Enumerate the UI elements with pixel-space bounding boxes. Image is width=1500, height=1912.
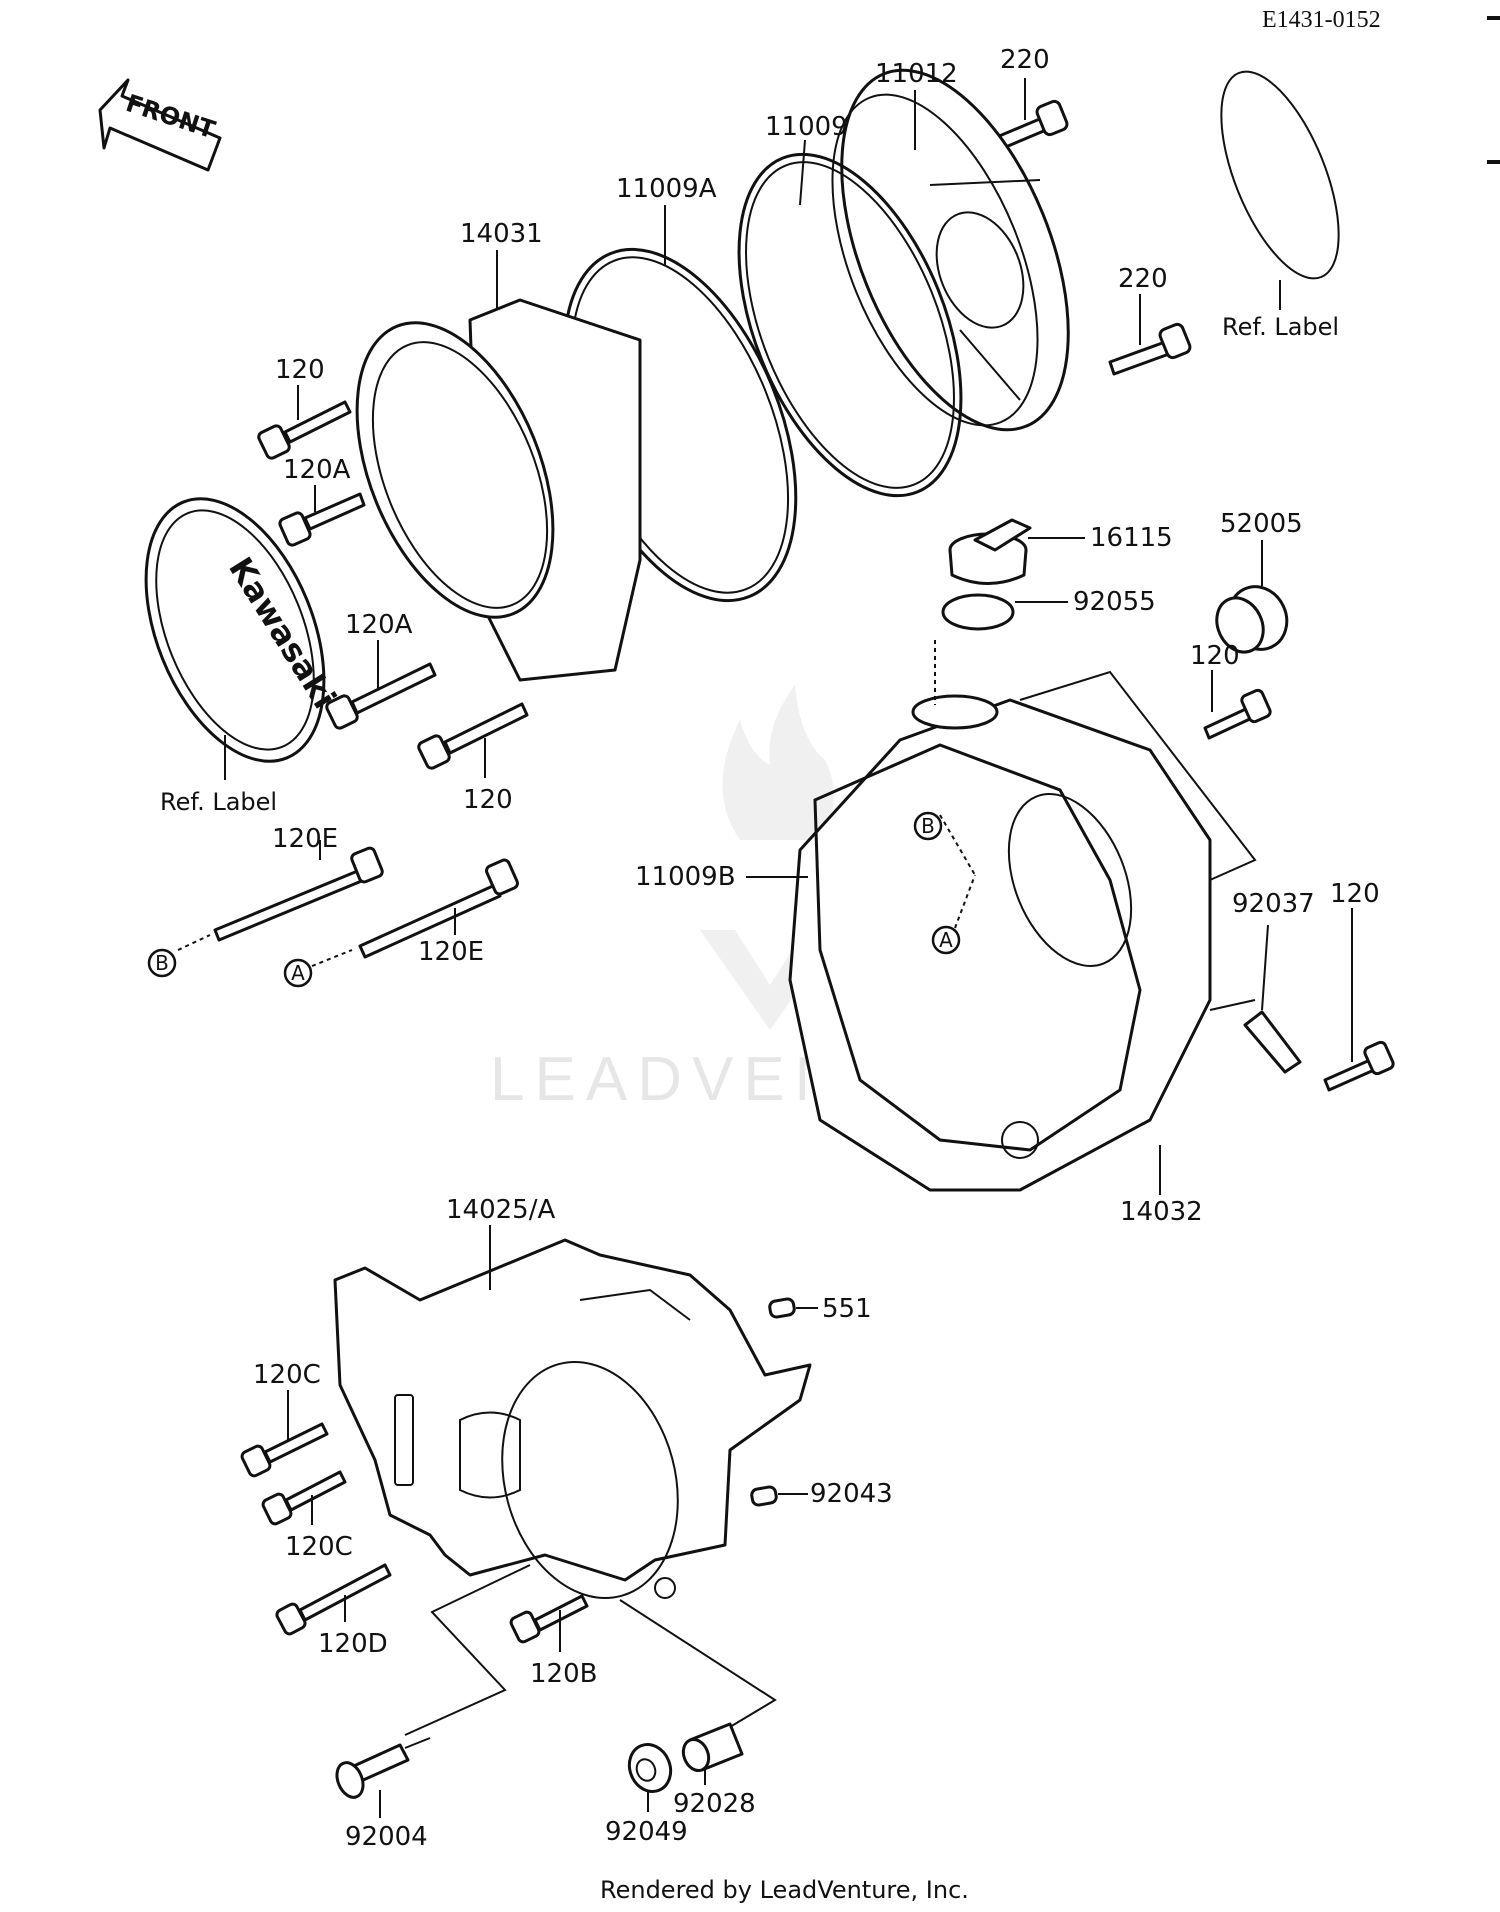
label-16115: 16115: [1090, 523, 1173, 553]
label-551: 551: [822, 1294, 872, 1324]
label-92004: 92004: [345, 1822, 428, 1852]
stud-92004: [335, 1737, 431, 1799]
pin-551: [768, 1297, 796, 1319]
collar-92028: [681, 1722, 744, 1773]
label-11009A: 11009A: [616, 174, 717, 204]
clamp-92037: [1243, 1010, 1302, 1074]
label-11009: 11009: [765, 112, 848, 142]
bolt-120-far-right: [1323, 1040, 1395, 1092]
bolt-120D: [275, 1563, 392, 1636]
callout-a-left: [283, 958, 313, 988]
bolt-120-right: [1203, 688, 1272, 740]
label-92055: 92055: [1073, 587, 1156, 617]
bolt-120C-top: [240, 1422, 329, 1478]
label-120D: 120D: [318, 1629, 388, 1659]
label-ref-label-left: Ref. Label: [160, 788, 277, 816]
oil-filler-cap-16115: [948, 518, 1032, 585]
bushing-92049: [627, 1743, 673, 1793]
label-120A-mid: 120A: [345, 610, 413, 640]
label-120-mid: 120: [463, 785, 513, 815]
o-ring-92055: [941, 593, 1015, 631]
label-220-top: 220: [1000, 45, 1050, 75]
label-120E-right: 120E: [418, 937, 484, 967]
label-120-top: 120: [275, 355, 325, 385]
label-11009B: 11009B: [635, 862, 736, 892]
label-120-right: 120: [1190, 641, 1240, 671]
label-92037: 92037: [1232, 889, 1315, 919]
front-arrow-icon: FRONT: [98, 78, 222, 172]
label-14025A: 14025/A: [446, 1195, 555, 1225]
label-120C-top: 120C: [253, 1360, 321, 1390]
clutch-cover-14032: [788, 694, 1212, 1192]
callout-b-left-text: B: [155, 951, 169, 975]
label-ref-label-right: Ref. Label: [1222, 313, 1339, 341]
label-120-far-right: 120: [1330, 879, 1380, 909]
label-120A-top: 120A: [283, 455, 351, 485]
stud-120E-right: [358, 858, 519, 959]
label-220-mid: 220: [1118, 264, 1168, 294]
clutch-outer-cover-11012: [831, 68, 1070, 432]
footer-credit: Rendered by LeadVenture, Inc.: [600, 1876, 969, 1904]
oil-seal-52005: [1215, 585, 1289, 654]
bolt-120A-top: [278, 492, 366, 547]
bolt-120-top: [257, 400, 352, 460]
label-92043: 92043: [810, 1479, 893, 1509]
label-120E-left: 120E: [272, 824, 338, 854]
bolt-220-mid: [1108, 322, 1192, 376]
callout-b-cover-text: B: [921, 814, 935, 838]
label-14031: 14031: [460, 219, 543, 249]
diagram-code: E1431-0152: [1262, 7, 1381, 33]
bolt-120A-mid: [325, 662, 437, 730]
generator-cover-14031: [355, 298, 642, 682]
bolt-120B: [509, 1594, 589, 1644]
callout-b-left: [147, 948, 177, 978]
engine-sprocket-cover-14025: [333, 1238, 812, 1599]
bolt-120C-bottom: [261, 1470, 347, 1526]
bolt-120-mid: [417, 702, 529, 770]
label-92028: 92028: [673, 1789, 756, 1819]
label-52005: 52005: [1220, 509, 1303, 539]
callout-a-cover: [931, 925, 961, 955]
stud-120E-left: [213, 846, 384, 942]
label-120B: 120B: [530, 1659, 597, 1689]
ref-label-oval: [1220, 70, 1340, 280]
pin-92043: [750, 1485, 778, 1507]
callout-a-left-text: A: [291, 961, 305, 985]
label-14032: 14032: [1120, 1197, 1203, 1227]
callout-b-cover: [913, 811, 943, 841]
callout-a-cover-text: A: [939, 928, 953, 952]
label-120C-bottom: 120C: [285, 1532, 353, 1562]
label-11012: 11012: [875, 59, 958, 89]
label-92049: 92049: [605, 1817, 688, 1847]
